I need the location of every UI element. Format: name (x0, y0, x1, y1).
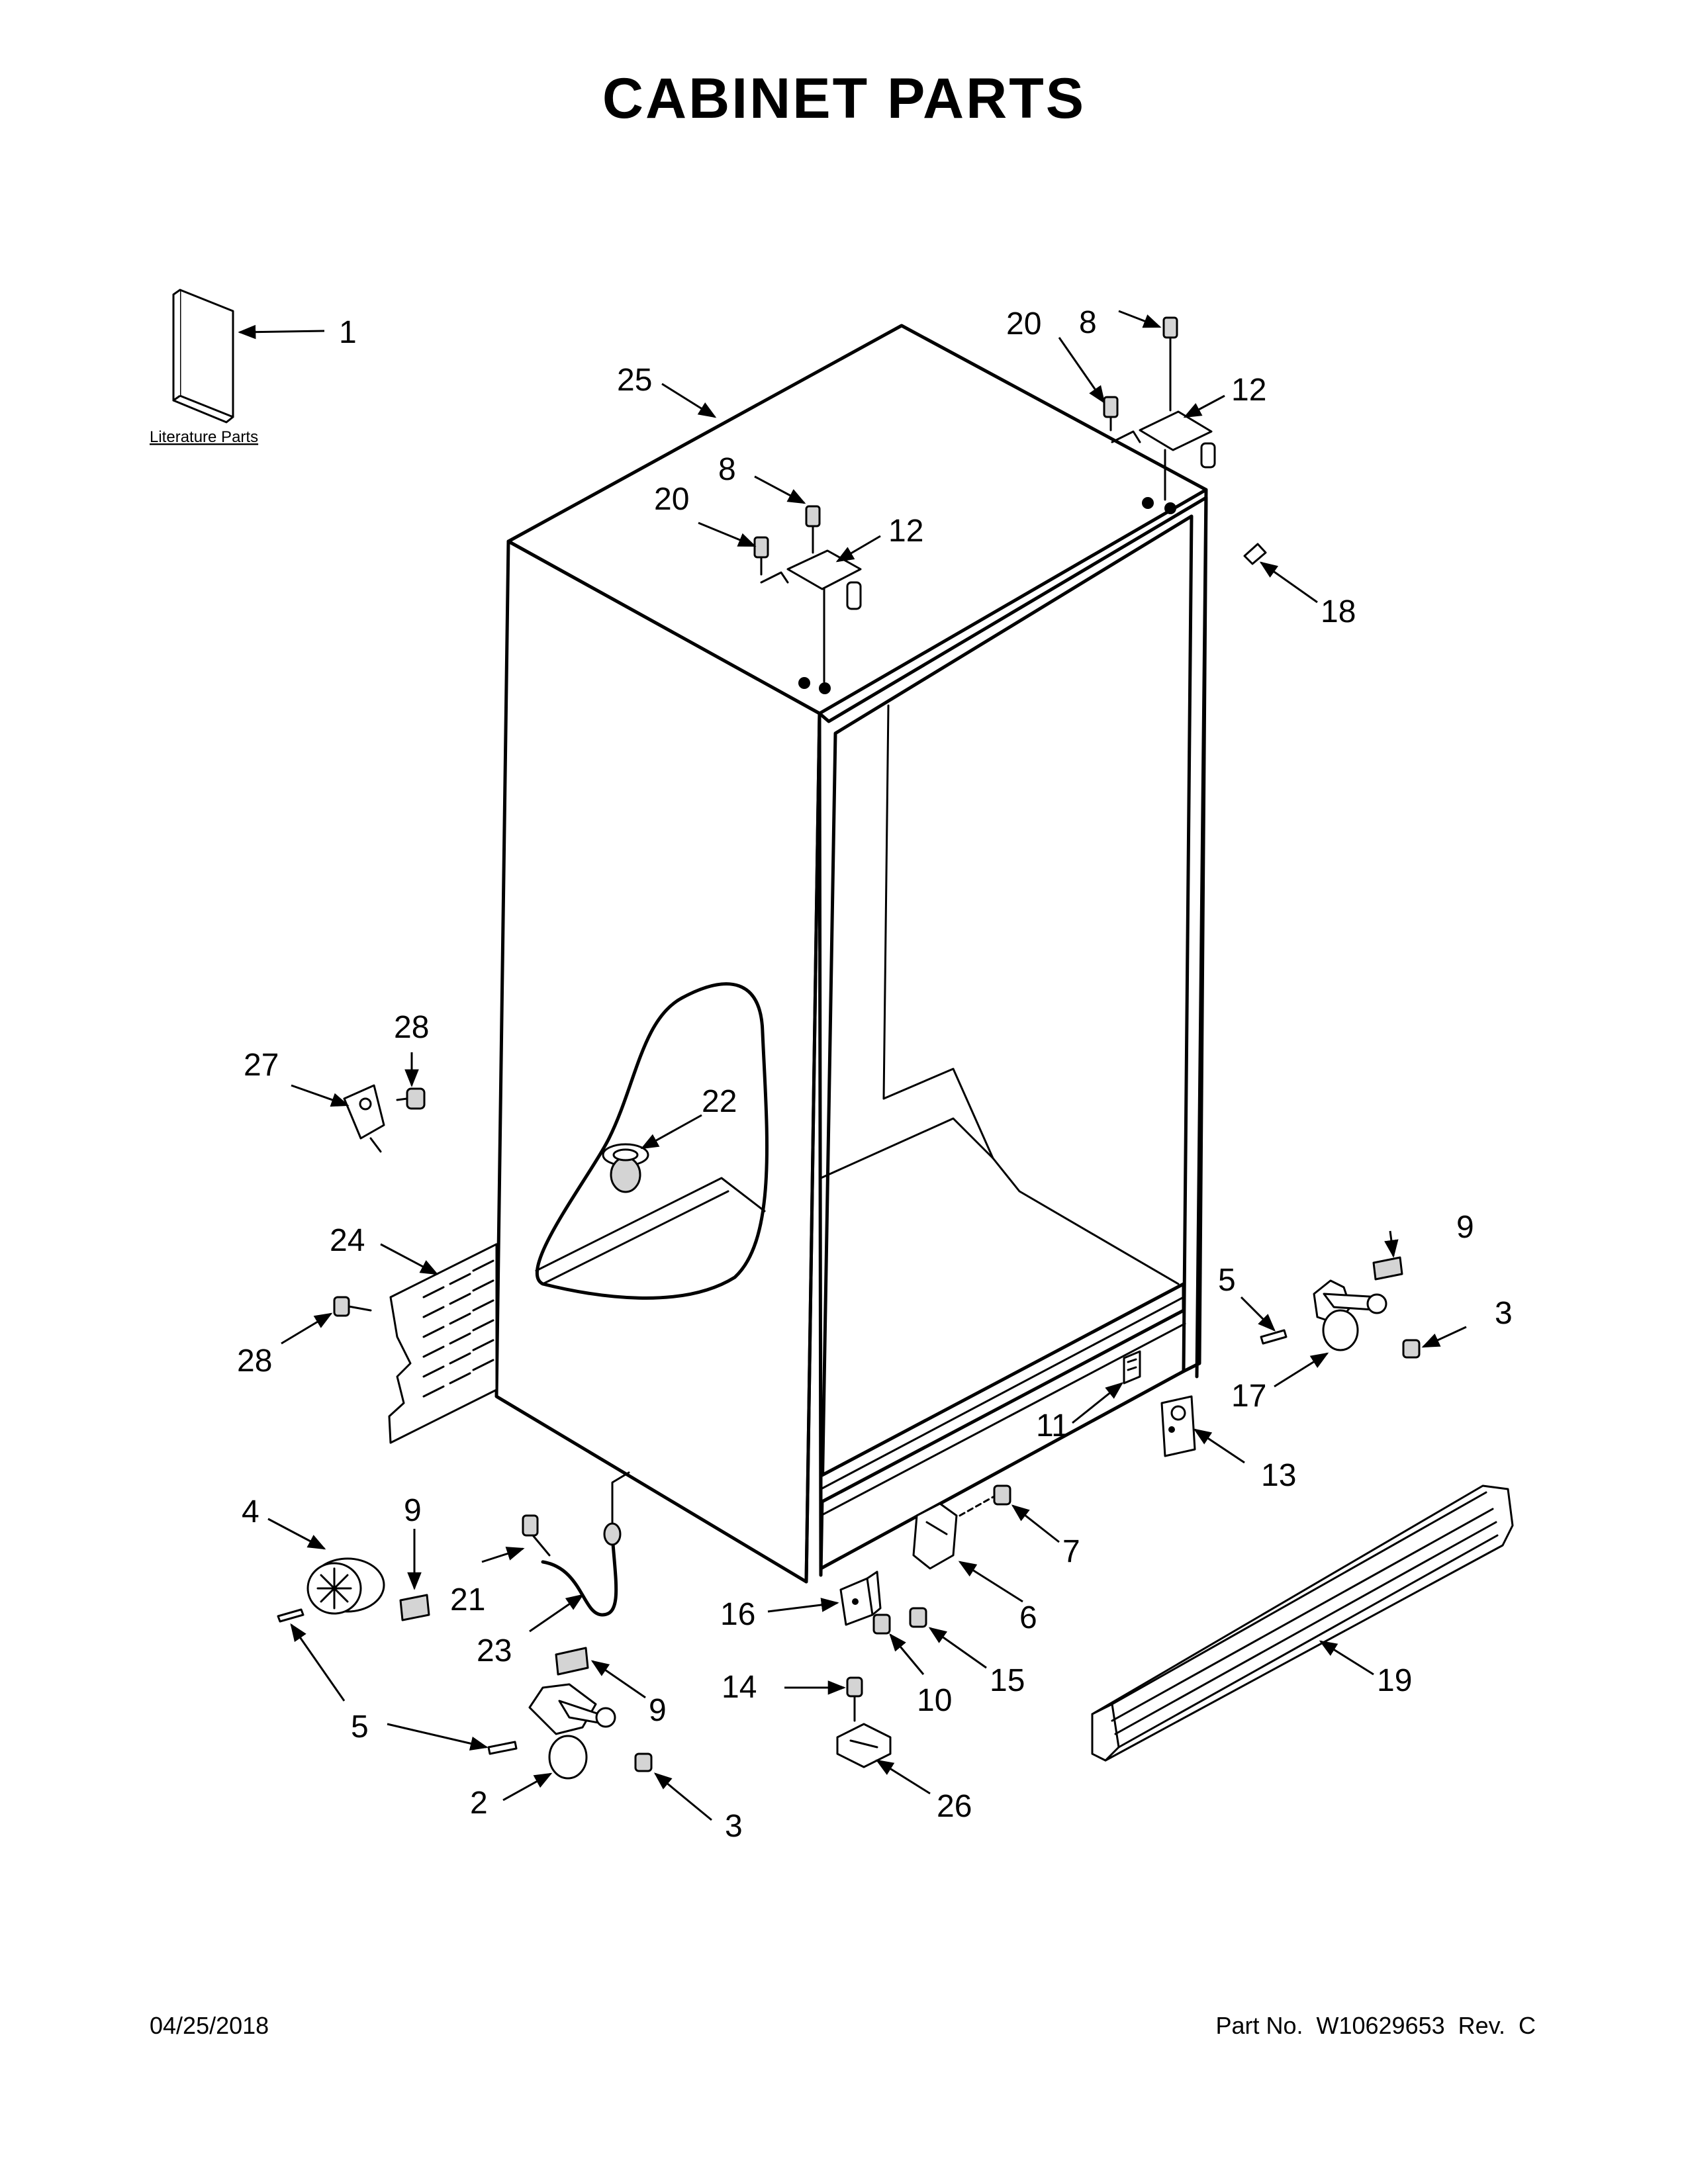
ground-bracket (343, 1084, 426, 1153)
callout-9c: 9 (649, 1693, 667, 1728)
callout-9: 9 (1456, 1210, 1474, 1245)
rear-vent-panel (333, 1243, 498, 1444)
door-stop-assembly (836, 1676, 892, 1768)
leader-arrows (238, 310, 1467, 1821)
page-title: CABINET PARTS (602, 67, 1086, 130)
footer-date: 04/25/2018 (150, 2012, 269, 2039)
leveling-pad-left (399, 1594, 430, 1621)
callout-14: 14 (722, 1670, 757, 1705)
callout-5b: 5 (351, 1709, 369, 1745)
callout-7: 7 (1062, 1534, 1080, 1569)
toe-grille-bracket (839, 1570, 927, 1635)
callout-3b: 3 (725, 1809, 743, 1844)
callout-12b: 12 (1231, 373, 1266, 408)
roller-assembly-right (1260, 1256, 1421, 1359)
callout-4: 4 (242, 1494, 259, 1529)
front-bracket (912, 1484, 1011, 1570)
leveling-pad-lower (555, 1647, 589, 1676)
callout-22: 22 (702, 1084, 737, 1119)
callout-8b: 8 (1079, 305, 1097, 340)
callout-labels: 1 25 20 8 12 8 20 12 18 28 27 22 24 28 9… (237, 305, 1513, 1844)
base-grille (1091, 1484, 1514, 1762)
literature-parts-booklet (172, 289, 234, 424)
water-tube (522, 1471, 630, 1617)
callout-23: 23 (477, 1633, 512, 1668)
footer-part-number: Part No. W10629653 Rev. C (1215, 2012, 1536, 2039)
callout-11: 11 (1036, 1408, 1069, 1443)
callout-16: 16 (720, 1597, 755, 1632)
callout-5: 5 (1218, 1263, 1236, 1298)
roller-wheel-left (277, 1557, 385, 1623)
callout-28: 28 (394, 1010, 429, 1045)
callout-17: 17 (1231, 1379, 1266, 1414)
callout-19: 19 (1377, 1663, 1412, 1698)
drain-grommet (602, 1143, 649, 1193)
callout-15: 15 (990, 1663, 1025, 1698)
roller-assembly-lower-left (487, 1683, 653, 1780)
callout-20: 20 (654, 482, 689, 517)
callout-1: 1 (339, 315, 357, 350)
callout-24: 24 (330, 1223, 365, 1258)
callout-21: 21 (450, 1582, 485, 1617)
callout-8: 8 (718, 452, 736, 487)
callout-20b: 20 (1006, 306, 1041, 341)
callout-27: 27 (244, 1048, 279, 1083)
callout-18: 18 (1321, 594, 1356, 629)
callout-13: 13 (1261, 1458, 1296, 1493)
callout-26: 26 (937, 1789, 972, 1824)
hinge-bracket-right (1123, 1350, 1196, 1457)
literature-parts-label: Literature Parts (150, 428, 258, 446)
cabinet-body (494, 324, 1208, 1584)
top-hinge-left (753, 505, 862, 683)
door-stop-clip (1243, 543, 1267, 565)
top-hinge-right (1103, 316, 1216, 501)
callout-25: 25 (617, 363, 652, 398)
callout-12: 12 (888, 514, 923, 549)
callout-28b: 28 (237, 1343, 272, 1379)
callout-2: 2 (470, 1786, 488, 1821)
callout-10: 10 (917, 1683, 952, 1718)
callout-9b: 9 (404, 1493, 422, 1528)
callout-3: 3 (1495, 1296, 1513, 1331)
callout-6: 6 (1019, 1600, 1037, 1635)
